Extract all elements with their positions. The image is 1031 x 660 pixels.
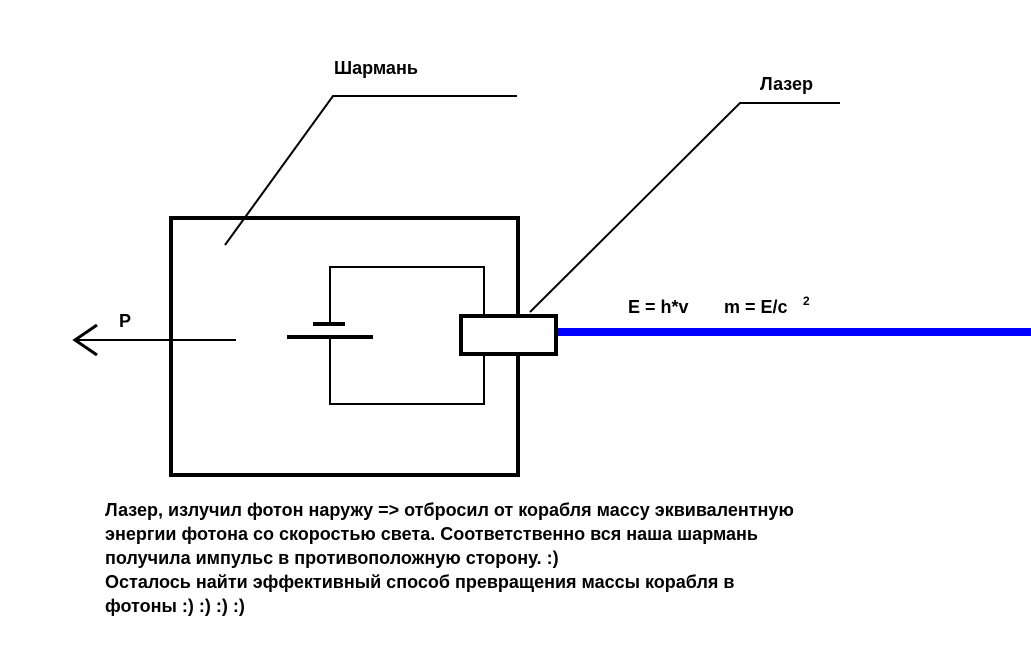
description-line: энергии фотона со скоростью света. Соотв…: [105, 524, 758, 544]
laser-label: Лазер: [760, 74, 813, 94]
mass-formula-exponent: 2: [803, 294, 810, 308]
momentum-arrow-head-icon: [72, 323, 98, 357]
description-line: фотоны :) :) :) :): [105, 596, 245, 616]
laser-block: [459, 314, 558, 356]
description-line: Лазер, излучил фотон наружу => отбросил …: [105, 500, 794, 520]
energy-formula: E = h*v: [628, 297, 689, 317]
mass-formula: m = E/c: [724, 297, 788, 317]
description-line: получила импульс в противоположную сторо…: [105, 548, 559, 568]
description-text: Лазер, излучил фотон наружу => отбросил …: [105, 498, 985, 618]
laser-leader-line: [529, 102, 840, 313]
circuit-wire-bottom: [329, 337, 485, 405]
description-line: Осталось найти эффективный способ превра…: [105, 572, 735, 592]
circuit-wire-top: [329, 266, 485, 324]
momentum-label: P: [119, 311, 131, 331]
device-leader-line: [224, 95, 517, 246]
device-label: Шармань: [334, 58, 418, 78]
